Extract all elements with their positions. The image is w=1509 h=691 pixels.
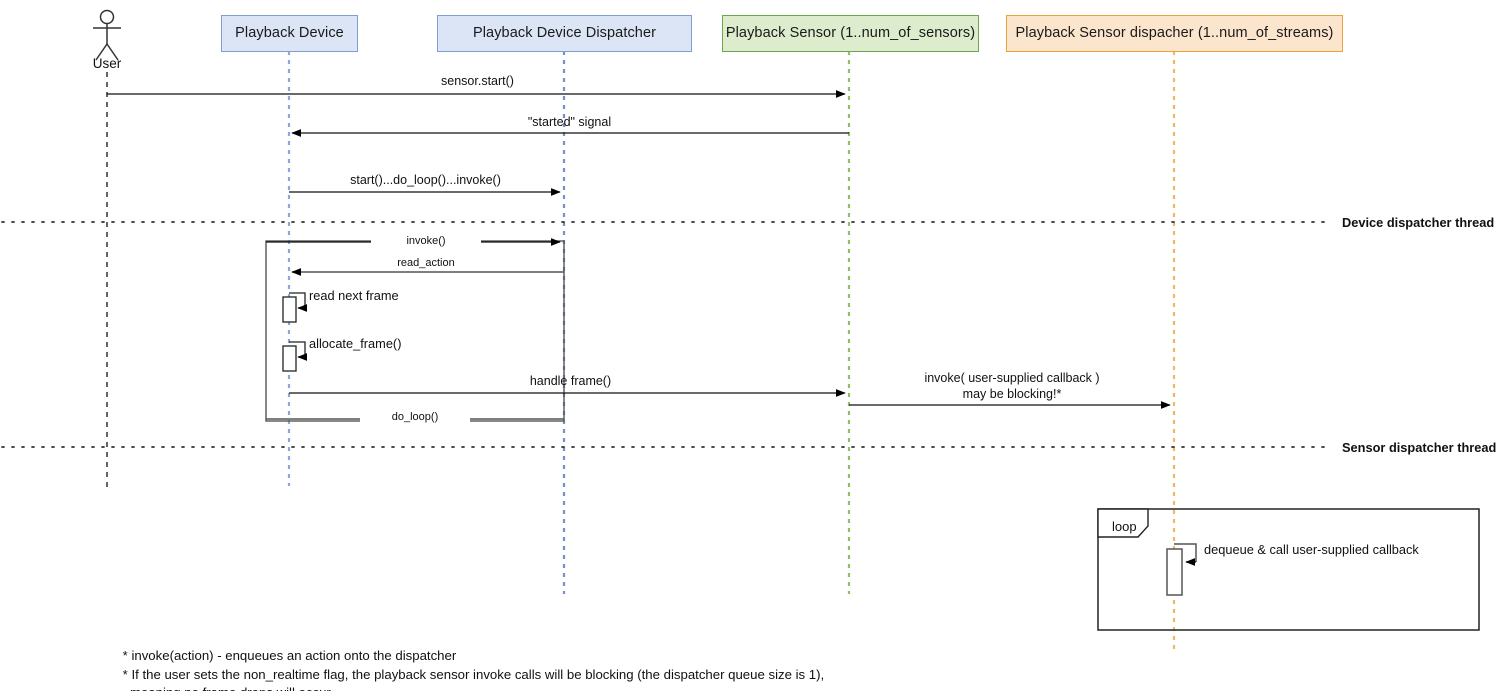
participant-playback-sensor-dispatcher-label: Playback Sensor dispacher (1..num_of_str…	[1015, 25, 1334, 42]
self-call-read-next-frame	[282, 292, 306, 323]
footnote-line-2: * If the user sets the non_realtime flag…	[122, 666, 825, 682]
message-label-sensor-start: sensor.start()	[441, 74, 514, 88]
loop-fragment-tab	[1097, 508, 1149, 538]
participant-playback-sensor[interactable]: Playback Sensor (1..num_of_sensors)	[722, 15, 979, 52]
participant-playback-device-dispatcher[interactable]: Playback Device Dispatcher	[437, 15, 692, 52]
footnote-line-3: meaning no frame drops will occur.	[108, 665, 334, 691]
message-label-allocate-frame: allocate_frame()	[309, 336, 402, 351]
actor-user-icon	[93, 9, 121, 61]
message-label-start-do-loop-invoke: start()...do_loop()...invoke()	[350, 173, 501, 187]
footnote-line-1: * invoke(action) - enqueues an action on…	[122, 647, 457, 663]
message-label-read-action: read_action	[397, 257, 455, 269]
actor-user-label: User	[92, 56, 122, 71]
message-label-dequeue-callback: dequeue & call user-supplied callback	[1204, 542, 1419, 557]
loop-fragment-operator-label: loop	[1112, 519, 1137, 534]
separator-label-device-dispatcher-thread: Device dispatcher thread	[1342, 215, 1495, 230]
participant-playback-sensor-label: Playback Sensor (1..num_of_sensors)	[725, 25, 976, 42]
separator-label-sensor-dispatcher-thread: Sensor dispatcher thread	[1342, 440, 1497, 455]
message-label-invoke: invoke()	[371, 235, 481, 249]
participant-playback-device-dispatcher-label: Playback Device Dispatcher	[472, 25, 657, 42]
message-label-started-signal: "started" signal	[527, 115, 612, 129]
message-label-handle-frame: handle frame()	[529, 374, 612, 388]
message-label-read-next-frame: read next frame	[309, 288, 399, 303]
participant-playback-device-label: Playback Device	[235, 25, 344, 42]
message-label-do-loop: do_loop()	[360, 411, 470, 425]
self-call-dequeue-callback	[1166, 543, 1197, 596]
self-call-allocate-frame	[282, 341, 306, 372]
loop-fragment-box	[1097, 508, 1480, 631]
participant-playback-device[interactable]: Playback Device	[221, 15, 358, 52]
message-label-invoke-callback: invoke( user-supplied callback ) may be …	[924, 371, 1100, 401]
message-label-invoke-callback-line2: may be blocking!*	[962, 386, 1062, 401]
participant-playback-sensor-dispatcher[interactable]: Playback Sensor dispacher (1..num_of_str…	[1006, 15, 1343, 52]
